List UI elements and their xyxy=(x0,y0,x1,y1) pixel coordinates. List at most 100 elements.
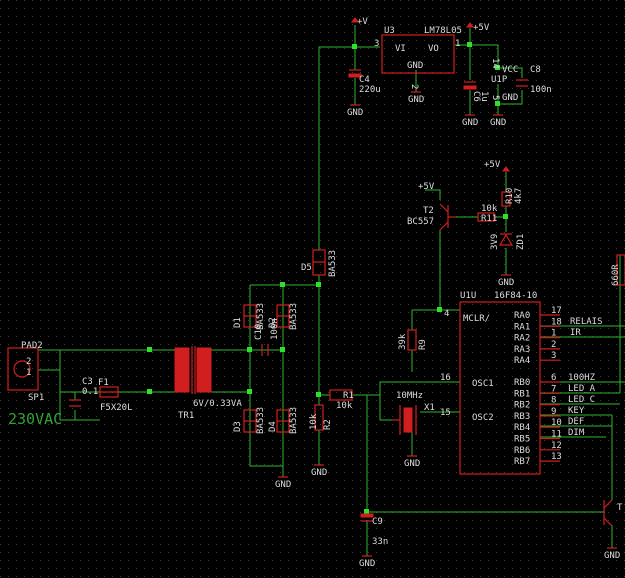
d2-part: BA533 xyxy=(289,303,299,330)
mains-label: 230VAC xyxy=(8,410,62,428)
junctions xyxy=(147,42,508,514)
port-b-name: RB3 xyxy=(514,412,530,422)
u1p-pin14: 14 xyxy=(490,58,500,69)
c6-ref: C6 xyxy=(471,91,481,102)
capacitor-c8: C8 100n xyxy=(516,65,552,95)
net-def: DEF xyxy=(568,417,584,427)
u3-gnd-label: GND xyxy=(407,61,423,71)
r11-ref: R11 xyxy=(481,214,497,224)
port-b-name: RB0 xyxy=(514,378,530,388)
port-a-pin-number: 1 xyxy=(551,329,556,339)
c8-ref: C8 xyxy=(530,65,541,75)
capacitor-c6: C6 1u xyxy=(463,81,489,102)
resistor-r2: 10k R2 xyxy=(309,404,333,431)
c3-val: 0.1 xyxy=(82,387,98,397)
capacitor-c10: C10 100n xyxy=(254,318,280,356)
d3-ref: D3 xyxy=(233,421,243,432)
port-a-name: RA3 xyxy=(514,345,530,355)
port-a-pin-number: 18 xyxy=(551,317,562,327)
tr1-val: 6V/0.33VA xyxy=(193,399,242,409)
port-b-pin-number: 6 xyxy=(551,373,556,383)
u3-vi-label: VI xyxy=(395,44,406,54)
c4-val: 220u xyxy=(359,85,381,95)
port-a-name: RA1 xyxy=(514,322,530,332)
port-b-name: RB5 xyxy=(514,435,530,445)
crystal-x1: 10MHz X1 xyxy=(392,391,435,435)
port-b-pin-number: 12 xyxy=(551,441,562,451)
capacitor-c3: C3 0.1 xyxy=(69,377,98,407)
ground-label: GND xyxy=(359,559,375,569)
zd1-val: 3V9 xyxy=(490,234,500,250)
r9-val: 39k xyxy=(398,333,408,350)
port-b-name: RB7 xyxy=(514,457,530,467)
r2-val: 10k xyxy=(309,413,319,430)
u1-pin4: 4 xyxy=(444,309,449,319)
port-b-name: RB6 xyxy=(514,446,530,456)
c3-ref: C3 xyxy=(82,377,93,387)
sp1-ref: SP1 xyxy=(28,393,44,403)
u1-osc2: OSC2 xyxy=(472,413,494,423)
d5-ref: D5 xyxy=(301,263,312,273)
u1p-ref: U1P xyxy=(491,75,508,85)
ground-label: GND xyxy=(498,278,514,288)
connector-pad2: PAD2 2 1 SP1 230VAC xyxy=(7,341,62,428)
c8-val: 100n xyxy=(530,85,552,95)
port-a-name: RA4 xyxy=(514,356,530,366)
port-a-pin-number: 3 xyxy=(551,351,556,361)
u1p-power: U1P VCC GND 14 5 xyxy=(490,58,518,103)
diode-d3: D3 BA533 xyxy=(233,407,266,434)
zener-zd1: ZD1 3V9 xyxy=(490,233,526,250)
ground-label: GND xyxy=(347,108,363,118)
resistor-r9: 39k R9 xyxy=(398,329,428,351)
u1-osc1: OSC1 xyxy=(472,379,494,389)
net-led-c: LED_C xyxy=(568,395,595,405)
ground-label: GND xyxy=(275,480,291,490)
transistor-right: T xyxy=(603,499,623,527)
net-ir: IR xyxy=(570,328,581,338)
port-b-name: RB1 xyxy=(514,389,530,399)
r2-ref: R2 xyxy=(323,419,333,430)
capacitor-c4: C4 220u xyxy=(348,69,381,95)
net-dim: DIM xyxy=(568,428,585,438)
u1-part: 16F84-10 xyxy=(494,291,537,301)
port-b-pin-number: 10 xyxy=(551,418,562,428)
transistor-t2: T2 BC557 xyxy=(407,203,456,231)
net-100hz: 100HZ xyxy=(568,373,596,383)
u1p-gnd: GND xyxy=(502,93,518,103)
r9-ref: R9 xyxy=(418,339,428,350)
pad2-pin2: 2 xyxy=(26,357,31,367)
t2-part: BC557 xyxy=(407,217,434,227)
microcontroller-u1: U1U 16F84-10 MCLR/ 4 OSC1 16 OSC2 15 RA0… xyxy=(440,291,562,475)
tr1-ref: TR1 xyxy=(178,411,194,421)
u3-pin3: 3 xyxy=(374,39,379,49)
power-labels: +V +5V +5V +5V xyxy=(351,17,510,192)
r1-val: 10k xyxy=(336,401,353,411)
t2-ref: T2 xyxy=(423,206,434,216)
net-led-a: LED_A xyxy=(568,384,596,394)
crystal-ref: X1 xyxy=(424,403,435,413)
port-b-pin-number: 13 xyxy=(551,452,562,462)
u3-pin2: 2 xyxy=(409,84,419,89)
u3-pin1: 1 xyxy=(455,39,460,49)
resistor-r10: R10 4k7 xyxy=(501,188,524,207)
port-b-name: RB4 xyxy=(514,423,530,433)
f1-ref: F1 xyxy=(98,378,109,388)
u3-vo-label: VO xyxy=(428,44,439,54)
c4-ref: C4 xyxy=(359,75,370,85)
net-labels: RELAIS IR 100HZ LED_A LED_C KEY DEF DIM xyxy=(568,317,603,438)
u1-pin15: 15 xyxy=(440,408,451,418)
d2-ref: D2 xyxy=(268,317,278,328)
port-b-pin-number: 7 xyxy=(551,384,556,394)
port-a-name: RA0 xyxy=(514,311,530,321)
port-b-pin-number: 8 xyxy=(551,396,556,406)
d4-part: BA533 xyxy=(289,407,299,434)
p5v-label-a: +5V xyxy=(473,23,490,33)
pad2-ref: PAD2 xyxy=(21,341,43,351)
port-a-pin-number: 17 xyxy=(551,306,562,316)
c9-ref: C9 xyxy=(372,517,383,527)
d1-part: BA533 xyxy=(256,303,266,330)
